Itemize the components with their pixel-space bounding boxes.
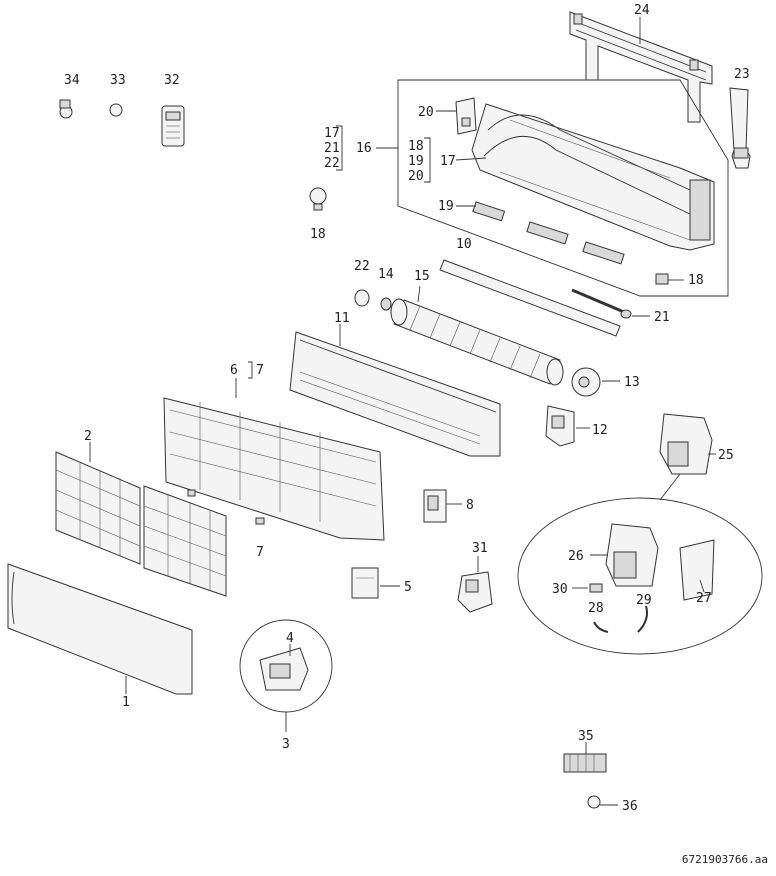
callout-19b: 19 [438, 199, 454, 214]
callout-23: 23 [734, 67, 750, 82]
leader-27 [699, 579, 705, 593]
callout-12: 12 [592, 423, 608, 438]
callout-20a: 20 [418, 105, 434, 120]
bracket-17-22 [336, 125, 343, 171]
callout-2: 2 [84, 429, 92, 444]
part-7-cap-b [187, 489, 196, 497]
part-5-cover-plate [351, 567, 379, 599]
part-10-strip [439, 259, 621, 337]
callout-13: 13 [624, 375, 640, 390]
part-26-control-box-body [605, 523, 659, 587]
callout-17a: 17 [324, 126, 340, 141]
callout-14: 14 [378, 267, 394, 282]
bracket-7 [248, 361, 253, 379]
part-12-bracket [545, 405, 575, 447]
callout-15: 15 [414, 269, 430, 284]
part-22-bearing [354, 289, 370, 307]
callout-22a: 22 [324, 156, 340, 171]
part-23-bracket [729, 87, 751, 169]
part-36-clip [587, 795, 601, 809]
callout-21a: 21 [324, 141, 340, 156]
part-11-evaporator-housing [289, 331, 501, 457]
part-32-remote-control [161, 105, 185, 147]
callout-36: 36 [622, 799, 638, 814]
callout-10: 10 [456, 237, 472, 252]
part-1-front-panel [7, 563, 193, 695]
leader-25-detail [659, 473, 681, 501]
callout-35: 35 [578, 729, 594, 744]
callout-16: 16 [356, 141, 372, 156]
part-19-clips [472, 201, 625, 265]
callout-17b: 17 [440, 154, 456, 169]
callout-18c: 18 [688, 273, 704, 288]
callout-19a: 19 [408, 154, 424, 169]
part-4-terminal-block [259, 647, 309, 691]
part-29-sensor [637, 605, 648, 633]
part-17-chassis [471, 103, 715, 251]
group-16-frame [397, 79, 729, 297]
part-24-mounting-plate [569, 11, 713, 123]
callout-24: 24 [634, 3, 650, 18]
callout-18a: 18 [408, 139, 424, 154]
part-18-clip-box [655, 273, 669, 285]
callout-21b: 21 [654, 310, 670, 325]
callout-6: 6 [230, 363, 238, 378]
callout-3: 3 [282, 737, 290, 752]
callout-18b: 18 [310, 227, 326, 242]
callout-33: 33 [110, 73, 126, 88]
callout-1: 1 [122, 695, 130, 710]
part-15-fan-wheel [390, 298, 564, 386]
callout-7b: 7 [256, 545, 264, 560]
part-7-cap [255, 517, 265, 525]
callout-5: 5 [404, 580, 412, 595]
part-18-knob [309, 187, 327, 211]
part-2-air-filters [55, 451, 227, 597]
callout-20b: 20 [408, 169, 424, 184]
callout-27: 27 [696, 591, 712, 606]
callout-4: 4 [286, 631, 294, 646]
part-20-cover [455, 97, 477, 135]
part-14-nut [380, 297, 392, 311]
part-35-insulation-strip [563, 753, 607, 773]
part-8-board-holder [423, 489, 447, 523]
part-33-ring [109, 103, 123, 117]
part-30-connector [589, 583, 603, 593]
callout-34: 34 [64, 73, 80, 88]
part-21-rod [571, 288, 632, 319]
callout-31: 31 [472, 541, 488, 556]
part-27-cover [679, 539, 715, 601]
callout-8: 8 [466, 498, 474, 513]
document-number: 6721903766.aa [681, 853, 768, 866]
bracket-18-20 [424, 137, 431, 183]
part-6-front-frame [163, 397, 385, 541]
detail-25-ellipse [517, 497, 763, 655]
callout-7a: 7 [256, 363, 264, 378]
callout-26: 26 [568, 549, 584, 564]
part-13-motor [571, 367, 601, 397]
part-28-sensor [593, 621, 609, 633]
callout-32: 32 [164, 73, 180, 88]
callout-25: 25 [718, 448, 734, 463]
part-34-fitting [59, 99, 73, 119]
part-25-control-box [659, 413, 713, 475]
callout-11: 11 [334, 311, 350, 326]
leader-15 [417, 285, 421, 303]
callout-29: 29 [636, 593, 652, 608]
callout-22b: 22 [354, 259, 370, 274]
callout-30: 30 [552, 582, 568, 597]
part-31-bracket [457, 571, 493, 613]
leader-17 [455, 157, 487, 161]
callout-28: 28 [588, 601, 604, 616]
